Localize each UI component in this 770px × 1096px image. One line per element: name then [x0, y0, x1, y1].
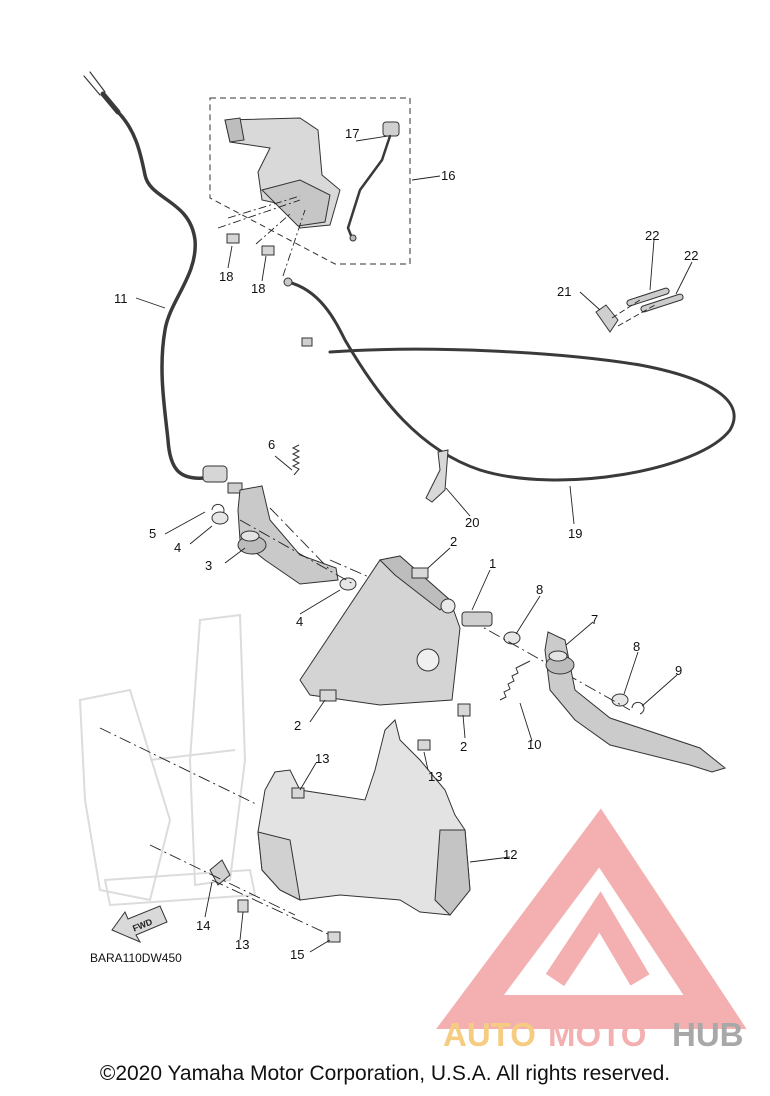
callout-3: 3 [205, 558, 212, 573]
callout-11: 11 [114, 291, 128, 306]
callout-1: 1 [489, 556, 496, 571]
callout-15: 15 [290, 947, 304, 962]
cable-11 [83, 71, 243, 494]
callout-16: 16 [441, 168, 455, 183]
automotohub-logo: AUTO MOTO HUB [436, 808, 747, 1053]
cover-12 [257, 719, 471, 916]
fwd-arrow: FWD [111, 905, 168, 944]
washer-8a [503, 631, 521, 645]
watermark-hub: HUB [672, 1016, 744, 1053]
bolt-18-a [226, 233, 240, 244]
callout-13-right: 13 [428, 769, 442, 784]
washer-4a [211, 511, 229, 525]
callout-18-left: 18 [219, 269, 233, 284]
callout-9: 9 [675, 663, 682, 678]
callout-4-left: 4 [174, 540, 181, 555]
copyright-notice: ©2020 Yamaha Motor Corporation, U.S.A. A… [99, 1062, 671, 1085]
bolt-2-left [319, 689, 337, 702]
bolt-15 [327, 931, 341, 943]
washer-4b [339, 577, 357, 591]
callout-8-bottom: 8 [633, 639, 640, 654]
callout-2-right: 2 [460, 739, 467, 754]
callout-14: 14 [196, 918, 210, 933]
callout-2-top: 2 [450, 534, 457, 549]
callout-20: 20 [465, 515, 479, 530]
washer-8b [611, 693, 629, 707]
spring-6 [291, 444, 301, 476]
spring-10 [499, 660, 531, 701]
diagram-code: BARA110DW450 [90, 951, 182, 965]
bolt-13-c [237, 899, 249, 913]
cable-19 [283, 277, 736, 482]
callout-18-right: 18 [251, 281, 265, 296]
callout-22-right: 22 [684, 248, 698, 263]
bolt-2-right [457, 703, 471, 717]
clip-20 [425, 449, 449, 503]
watermark-auto: AUTO [443, 1016, 536, 1053]
bolt-18-b [261, 245, 275, 256]
callout-22-left: 22 [645, 228, 659, 243]
callout-6: 6 [268, 437, 275, 452]
switch-cable-17 [346, 121, 400, 242]
frame-ghost [78, 613, 257, 907]
callout-13-bottom: 13 [235, 937, 249, 952]
callout-10: 10 [527, 737, 541, 752]
callout-labels: 1 2 2 2 3 4 4 5 6 7 8 8 9 10 11 12 13 13… [114, 126, 698, 962]
callout-leaders [135, 135, 693, 953]
callout-12: 12 [503, 847, 517, 862]
callout-13-top: 13 [315, 751, 329, 766]
bolt-13-a [291, 787, 305, 799]
callout-5: 5 [149, 526, 156, 541]
callout-2-left: 2 [294, 718, 301, 733]
watermark-moto: MOTO [548, 1016, 646, 1053]
pedal-arm-7 [544, 631, 727, 773]
callout-17: 17 [345, 126, 359, 141]
callout-4-right: 4 [296, 614, 303, 629]
brake-lever-assembly [224, 117, 341, 229]
clip-14 [209, 859, 231, 886]
assembly-16-box [209, 97, 411, 265]
callout-19: 19 [568, 526, 582, 541]
part-21 [595, 304, 619, 333]
callout-8-top: 8 [536, 582, 543, 597]
brake-arm-3 [237, 485, 339, 585]
callout-7: 7 [591, 612, 598, 627]
bolt-13-b [417, 739, 431, 751]
bolt-2-top [411, 567, 429, 579]
callout-21: 21 [557, 284, 571, 299]
circlip-9 [631, 701, 645, 715]
